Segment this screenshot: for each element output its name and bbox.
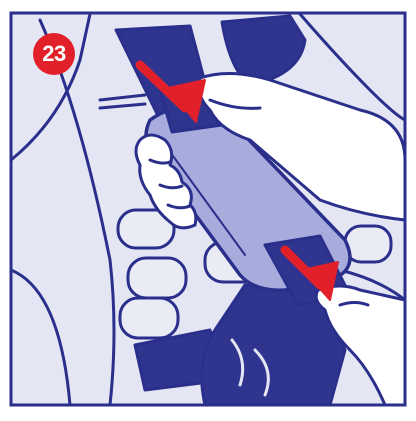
hand-bottom bbox=[314, 284, 407, 407]
direction-arrows bbox=[135, 60, 339, 301]
seat-slot bbox=[118, 296, 180, 340]
knuckle bbox=[148, 158, 172, 165]
buckle-strap bbox=[200, 283, 347, 407]
pad-seam bbox=[164, 144, 246, 256]
seat-curve-left bbox=[38, 18, 116, 407]
slot-line bbox=[98, 93, 147, 102]
slot-line-2 bbox=[98, 102, 147, 110]
arrow-top-head bbox=[167, 79, 206, 123]
knuckle-3 bbox=[166, 203, 192, 210]
seat-slot bbox=[343, 224, 393, 264]
hands bbox=[134, 71, 407, 407]
buckle-area bbox=[133, 283, 347, 407]
seat-slot bbox=[116, 208, 176, 250]
seat-edge-right bbox=[298, 12, 407, 122]
seat-slot bbox=[126, 256, 188, 300]
hand-top bbox=[197, 71, 407, 222]
hand-left-fingers bbox=[134, 133, 198, 230]
seat-bottom-left bbox=[9, 268, 72, 407]
arrow-down-right-icon bbox=[135, 60, 206, 123]
buckle-detail-2 bbox=[253, 348, 270, 397]
arrow-down-right-icon bbox=[280, 245, 339, 301]
panel-border bbox=[9, 11, 407, 407]
seat-bottom-right bbox=[338, 268, 407, 302]
seat-edge-left bbox=[9, 12, 92, 162]
knuckle-2 bbox=[158, 183, 184, 190]
arrow-bottom-head bbox=[302, 261, 339, 301]
step-number-badge: 23 bbox=[33, 33, 75, 75]
buckle-detail bbox=[230, 338, 245, 387]
step-number: 23 bbox=[42, 41, 66, 66]
finger-line-2 bbox=[338, 301, 370, 307]
finger-line bbox=[208, 98, 262, 110]
